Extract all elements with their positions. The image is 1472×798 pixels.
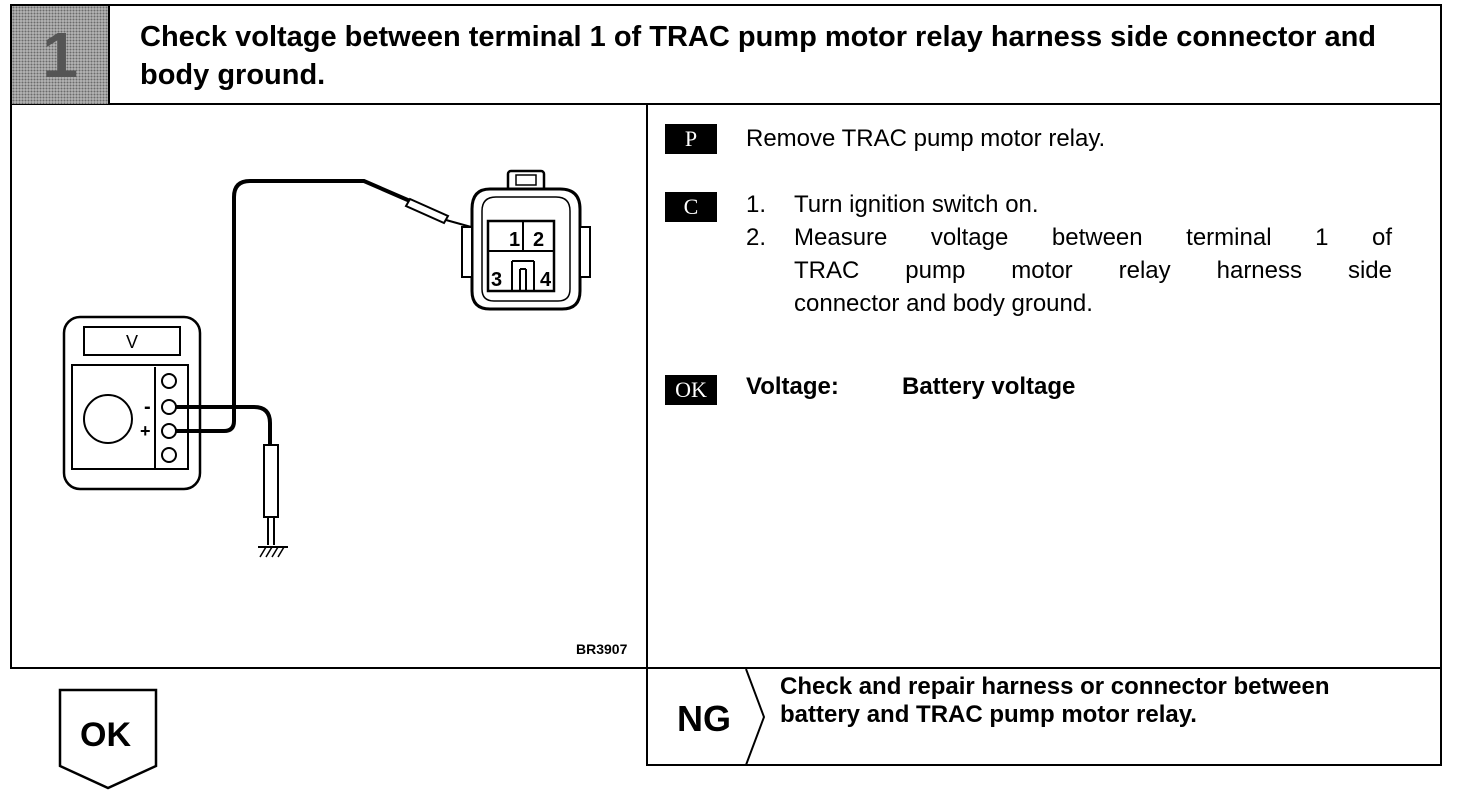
meter-jack-1 [161, 373, 177, 389]
prep-text: Remove TRAC pump motor relay. [746, 125, 1106, 152]
terminal-1-label: 1 [509, 229, 520, 251]
ok-spec-value: Battery voltage [902, 373, 1076, 400]
ng-action-text: Check and repair harness or connector be… [780, 673, 1330, 728]
positive-lead-wire [176, 179, 411, 433]
frame-left-border [10, 4, 12, 669]
terminal-2-label: 2 [533, 229, 544, 251]
prep-tag: P [665, 124, 717, 154]
figure-code: BR3907 [576, 641, 628, 657]
ground-symbol [258, 546, 288, 558]
minus-label: - [144, 396, 151, 418]
plus-label: + [140, 421, 151, 441]
terminal-3-label: 3 [491, 269, 502, 291]
voltmeter-display [83, 326, 181, 356]
ok-result-label: OK [80, 716, 131, 754]
check-step-1: 1. Turn ignition switch on. [746, 188, 1039, 221]
step-badge: 1 [12, 6, 108, 104]
meter-jack-plus [161, 423, 177, 439]
step-number: 1 [42, 19, 78, 91]
check-step-2: 2. Measure voltage between terminal 1 of… [746, 221, 1396, 320]
wiring-diagram: V - + 1 2 3 4 [62, 169, 591, 558]
check-tag: C [665, 192, 717, 222]
ng-chevron-divider [745, 669, 766, 765]
header-top-border [10, 4, 1442, 6]
relay-harness-connector: 1 2 3 4 [461, 169, 591, 311]
meter-jack-minus [161, 399, 177, 415]
frame-right-border [1440, 4, 1442, 766]
check-step-2-line-3: connector and body ground. [794, 290, 1093, 317]
ok-spec-label: Voltage: [746, 373, 839, 400]
column-divider [646, 103, 648, 766]
positive-probe [404, 197, 450, 225]
badge-right-border [108, 4, 110, 104]
terminal-4-label: 4 [540, 269, 552, 291]
check-step-1-num: 1. [746, 191, 767, 218]
ng-label: NG [677, 698, 731, 739]
check-step-2-line-2: TRAC pump motor relay harness side [794, 257, 1392, 284]
voltmeter-dial [83, 394, 133, 444]
check-step-2-line-1: Measure voltage between terminal 1 of [794, 224, 1392, 251]
ok-tag: OK [665, 375, 717, 405]
check-step-1-text: Turn ignition switch on. [794, 191, 1039, 218]
negative-probe [263, 444, 279, 518]
figure-bottom-border [10, 667, 1442, 669]
header-bottom-border [10, 103, 1442, 105]
meter-jack-4 [161, 447, 177, 463]
check-step-2-num: 2. [746, 224, 767, 251]
negative-lead-wire [176, 405, 272, 445]
step-title: Check voltage between terminal 1 of TRAC… [140, 21, 1377, 91]
voltmeter-unit-label: V [126, 332, 138, 352]
ok-arrow-box [58, 688, 158, 790]
ng-bottom-border [646, 764, 1442, 766]
